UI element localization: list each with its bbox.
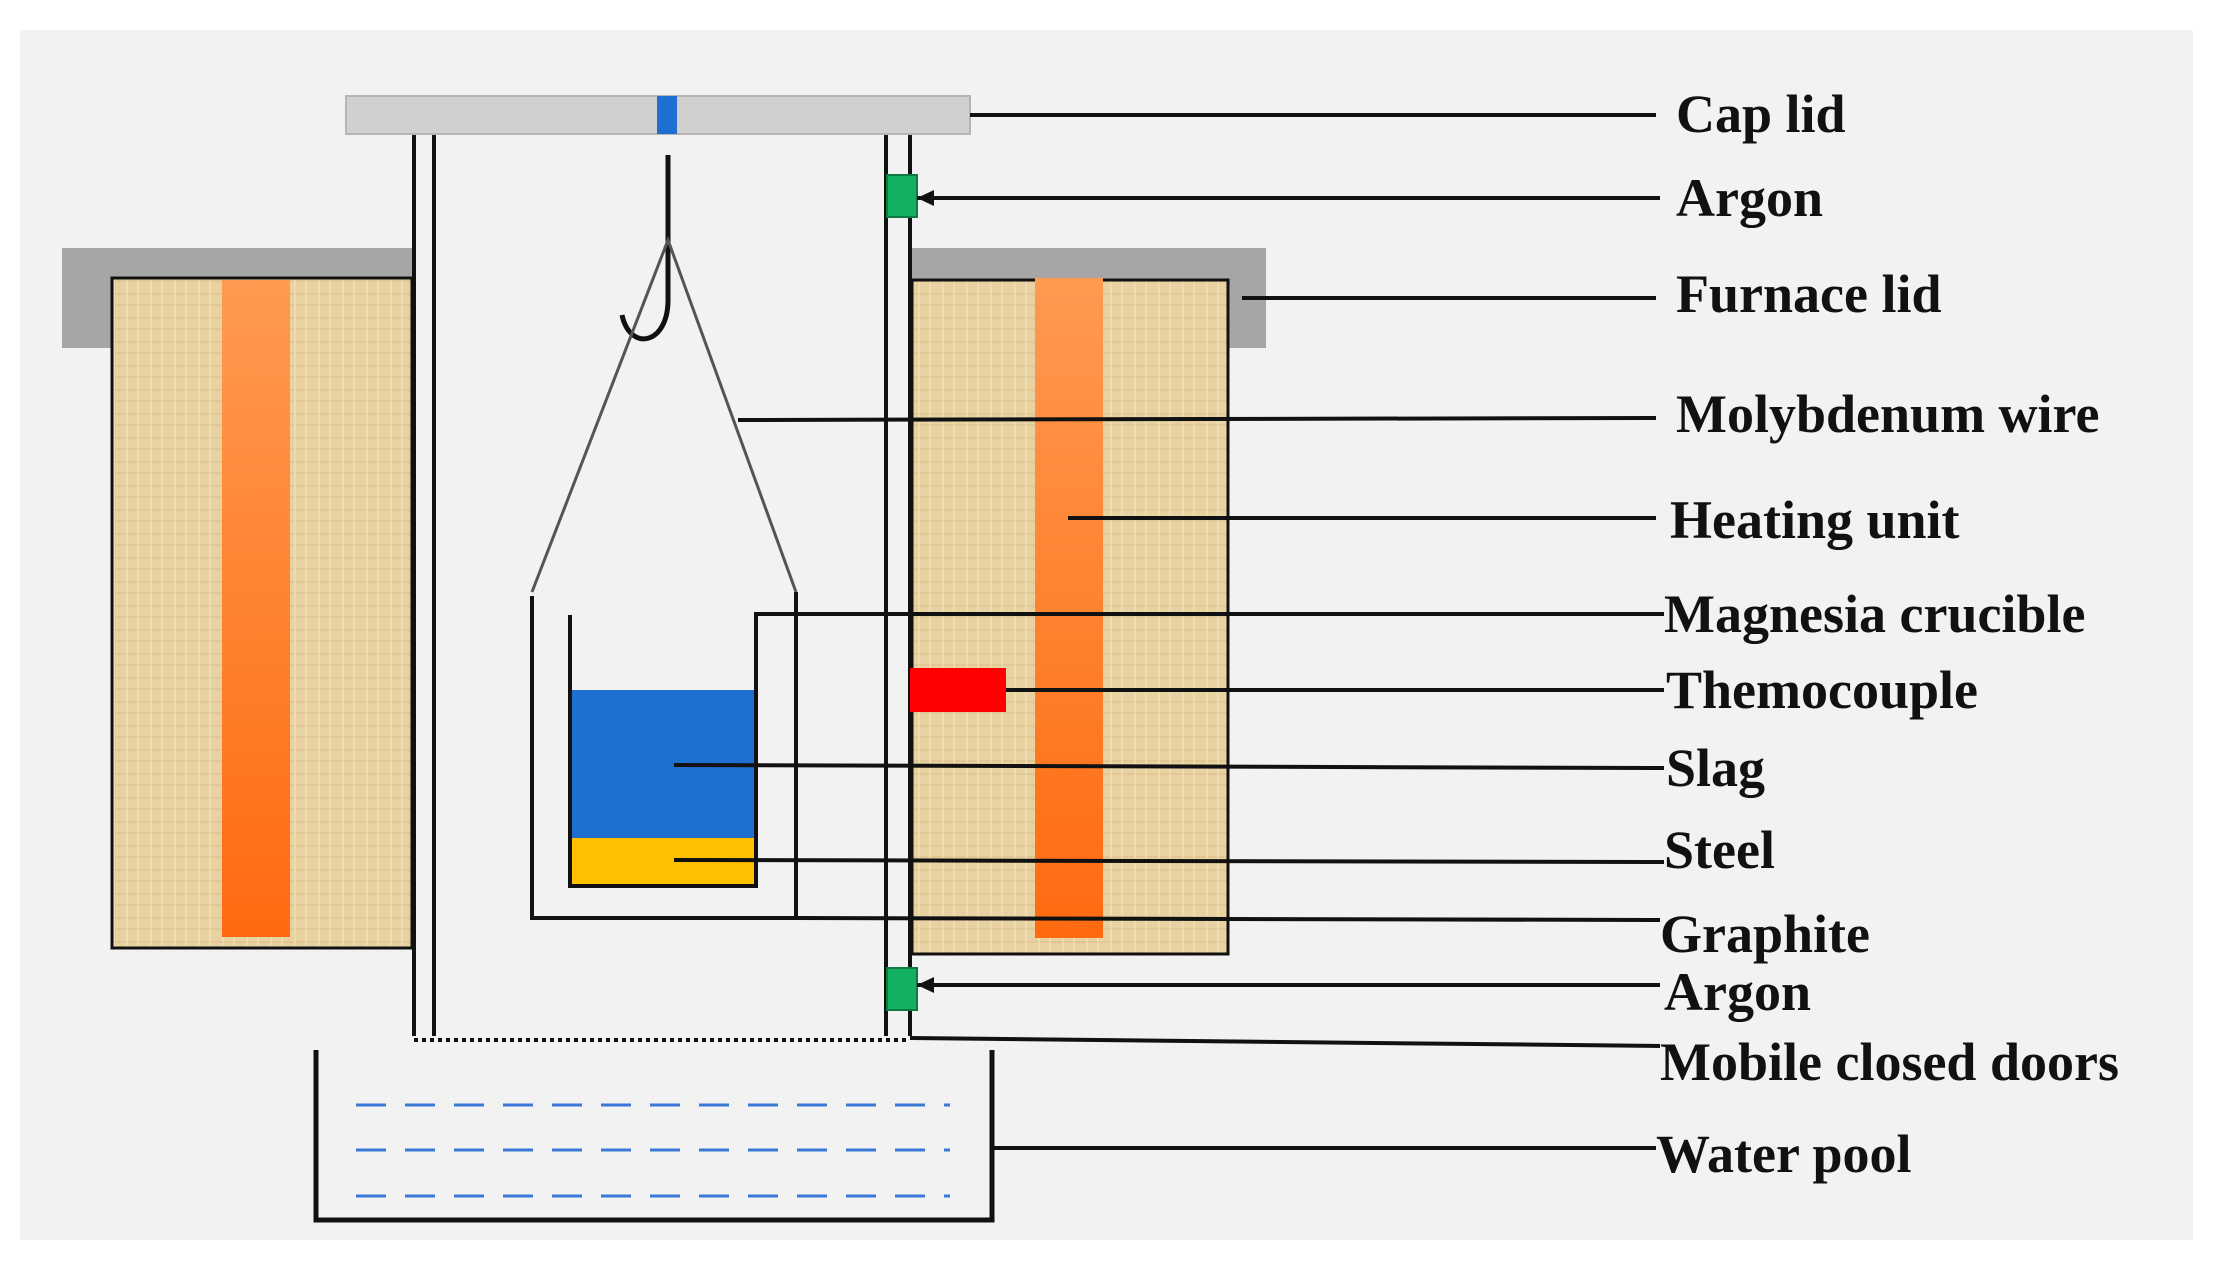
- argon-top-arrow: [917, 190, 934, 206]
- cap-lid-port: [657, 96, 677, 134]
- leader-magnesia-crucible: [754, 612, 1664, 884]
- label-molybdenum-wire: Molybdenum wire: [1676, 384, 2100, 444]
- leader-steel: [673, 858, 1665, 864]
- label-cap-lid: Cap lid: [1676, 84, 1846, 144]
- label-steel: Steel: [1664, 820, 1775, 880]
- thermocouple: [910, 668, 1006, 712]
- left-heating-element: [222, 280, 290, 937]
- label-argon-bottom: Argon: [1664, 962, 1811, 1022]
- label-furnace-lid: Furnace lid: [1676, 264, 1942, 324]
- leader-slag: [673, 763, 1665, 770]
- argon-bottom-arrow: [917, 977, 934, 993]
- water-pool: [313, 1050, 995, 1223]
- leader-graphite: [795, 916, 1661, 922]
- right-heating-element: [1035, 278, 1103, 938]
- label-water-pool: Water pool: [1656, 1124, 1912, 1184]
- leader-mobile-closed-doors: [909, 1036, 1661, 1048]
- argon-valve-bottom: [886, 967, 918, 1011]
- leader-lines: [673, 113, 1665, 1150]
- leader-molybdenum-wire: [737, 416, 1657, 422]
- label-graphite: Graphite: [1660, 904, 1870, 964]
- label-heating-unit: Heating unit: [1670, 490, 1960, 550]
- argon-valve-top: [886, 174, 918, 218]
- label-slag: Slag: [1666, 738, 1765, 798]
- molybdenum-wire: [530, 235, 798, 593]
- label-thermocouple: Themocouple: [1666, 660, 1978, 720]
- hook: [619, 155, 671, 342]
- label-magnesia-crucible: Magnesia crucible: [1664, 584, 2085, 644]
- label-mobile-closed-doors: Mobile closed doors: [1660, 1032, 2119, 1092]
- graphite-holder: [530, 592, 798, 920]
- label-argon-top: Argon: [1676, 168, 1823, 228]
